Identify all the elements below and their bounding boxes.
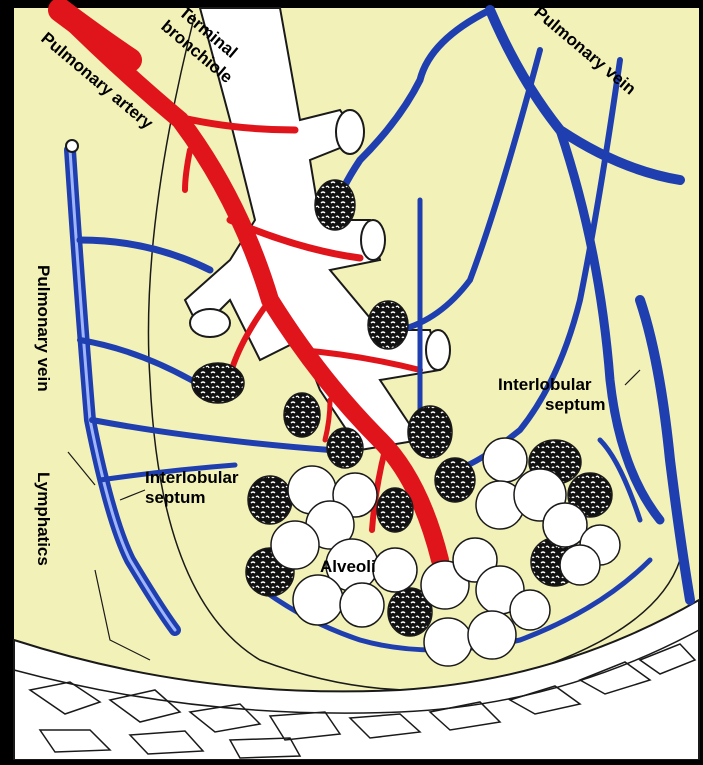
label-interlobular-septum-right-2: septum [545, 395, 605, 414]
label-interlobular-septum-left-2: septum [145, 488, 205, 507]
lymphatic-opening [66, 140, 78, 152]
label-lymphatics: Lymphatics [34, 472, 53, 566]
label-interlobular-septum-left-1: Interlobular [145, 468, 239, 487]
label-interlobular-septum-right-1: Interlobular [498, 375, 592, 394]
label-alveoli: Alveoli [320, 557, 376, 576]
label-pulmonary-vein-left: Pulmonary vein [34, 265, 53, 392]
